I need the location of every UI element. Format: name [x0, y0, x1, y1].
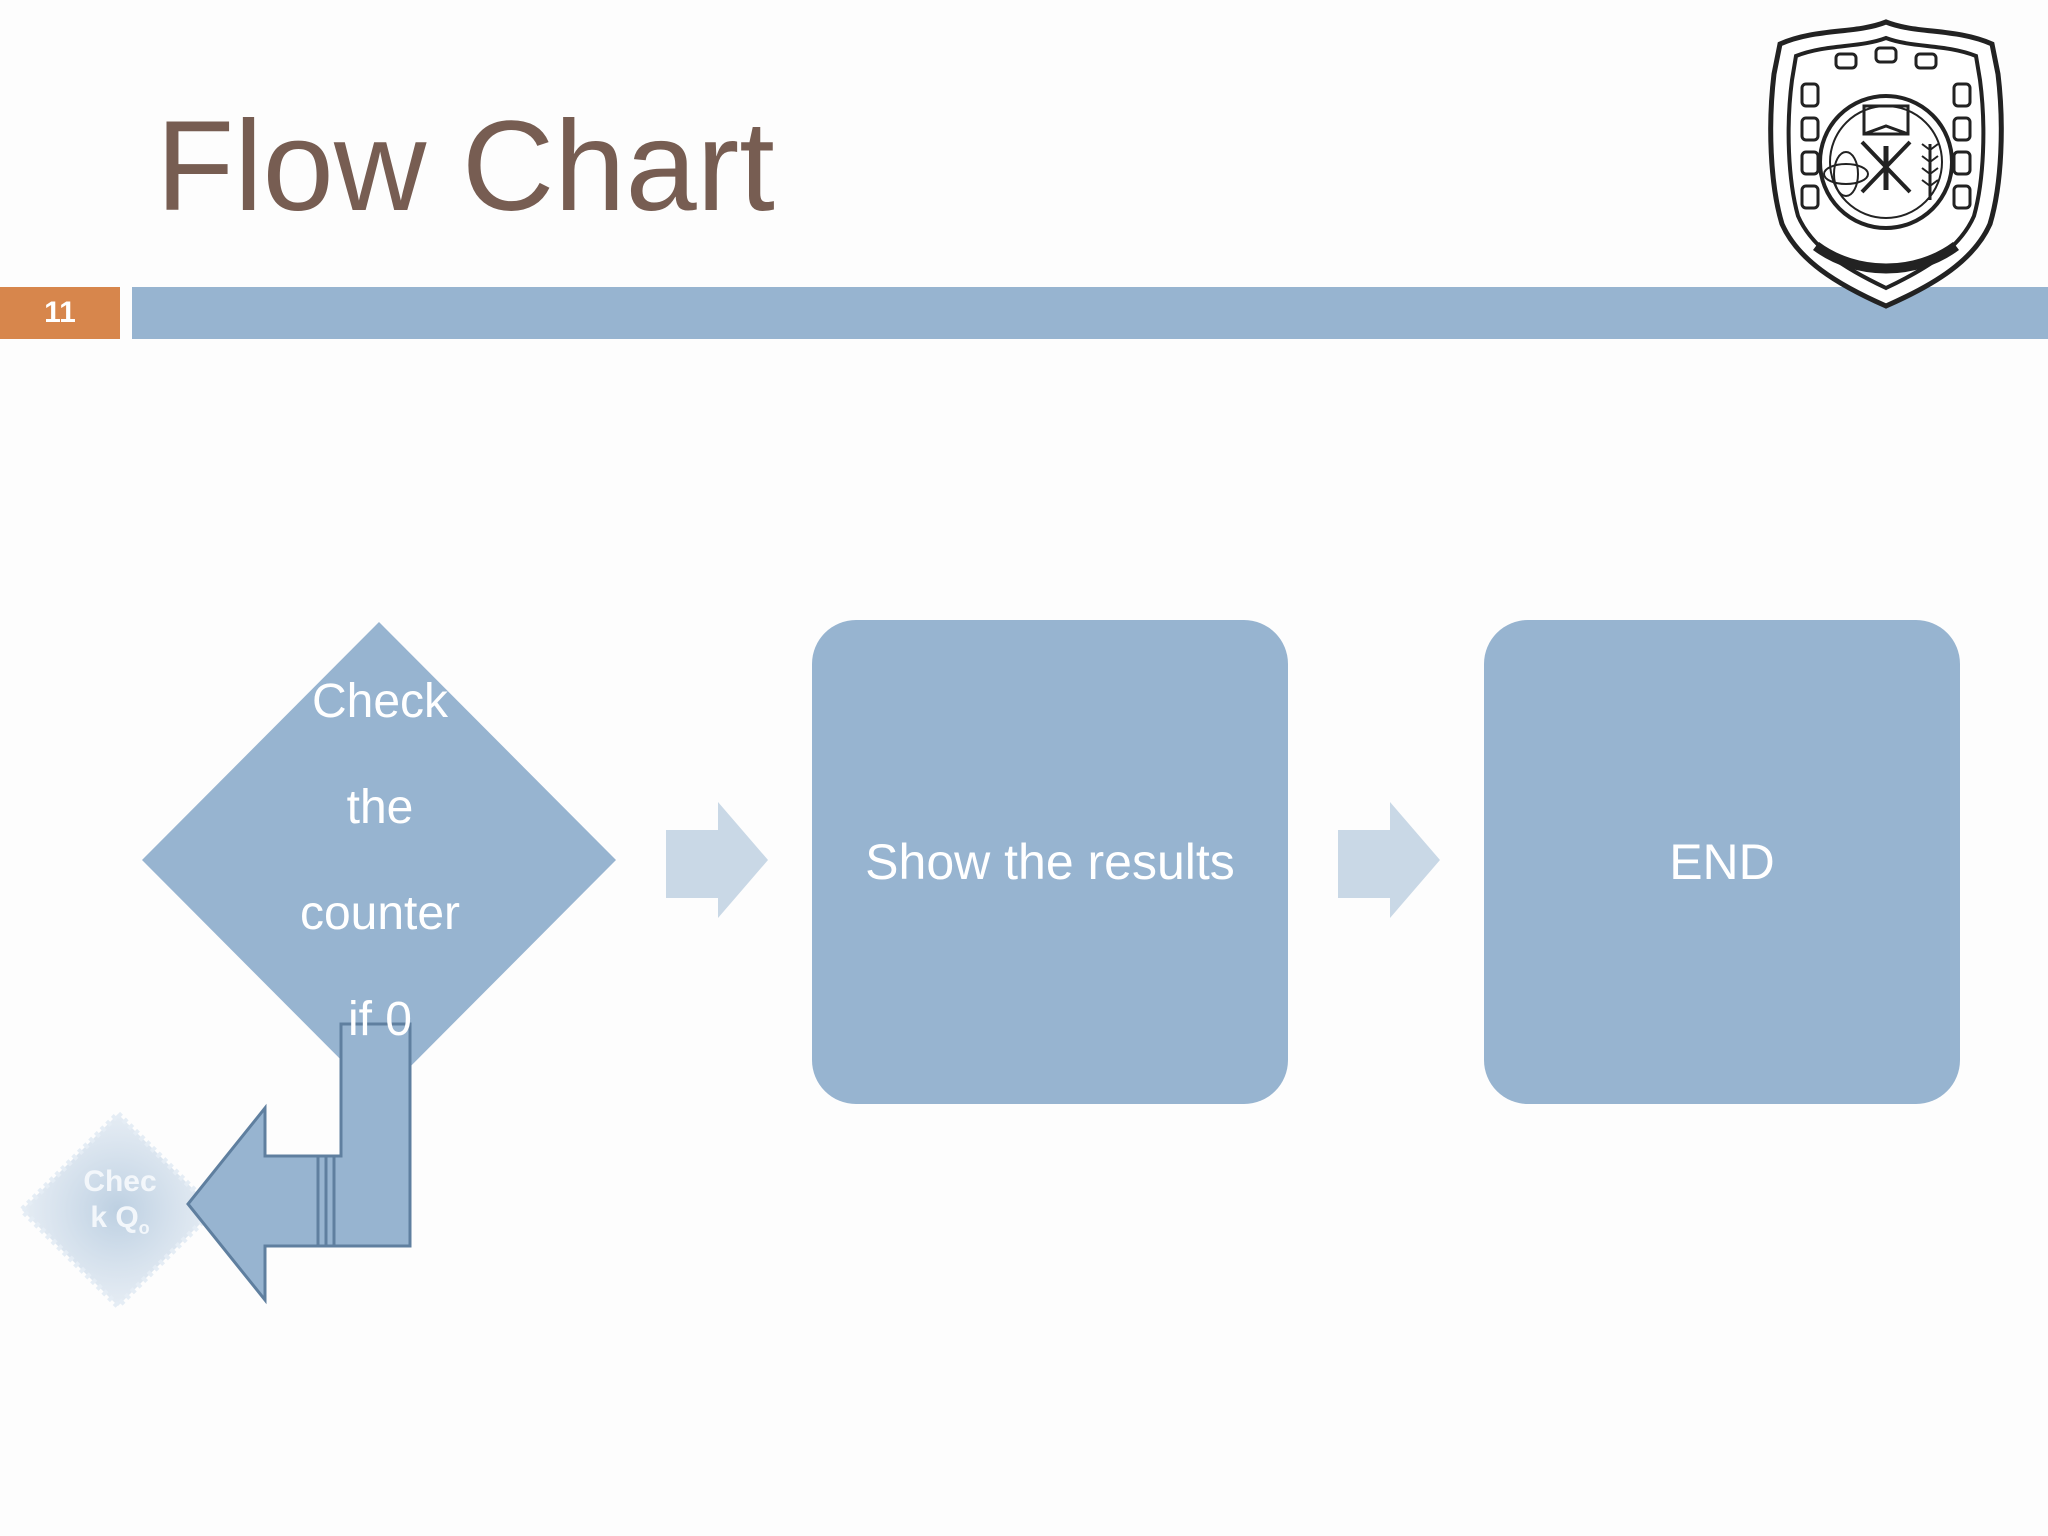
- faded-line-2-subscript: o: [138, 1218, 150, 1238]
- process-box-end: [1484, 620, 1960, 1104]
- faded-line-2: k Qo: [90, 1200, 149, 1246]
- decision-line-4: if 0: [347, 992, 412, 1046]
- decision-line-2: the: [346, 780, 414, 834]
- decision-line-3: counter: [299, 886, 461, 940]
- end-label: END: [1669, 834, 1775, 890]
- show-results-label: Show the results: [865, 834, 1235, 890]
- faded-line-1: Chec: [83, 1165, 157, 1198]
- bent-arrow-back: [186, 1022, 412, 1305]
- faded-decision-label: Chec k Qo: [40, 1160, 200, 1250]
- process-box-show-results: [812, 620, 1288, 1104]
- header-bar: [132, 287, 2048, 339]
- university-crest-icon: [1768, 19, 2004, 309]
- decision-line-1: Check: [311, 674, 449, 728]
- slide-title: Flow Chart: [156, 95, 775, 238]
- arrow-connector-2: [1338, 802, 1440, 918]
- arrow-connector-1: [666, 802, 768, 918]
- decision-label: Check the counter if 0: [230, 675, 530, 1046]
- decision-diamond: [142, 622, 616, 1098]
- slide-number: 11: [0, 287, 120, 339]
- faded-line-2-text: k Q: [90, 1201, 139, 1234]
- faded-decision-diamond: [17, 1109, 219, 1311]
